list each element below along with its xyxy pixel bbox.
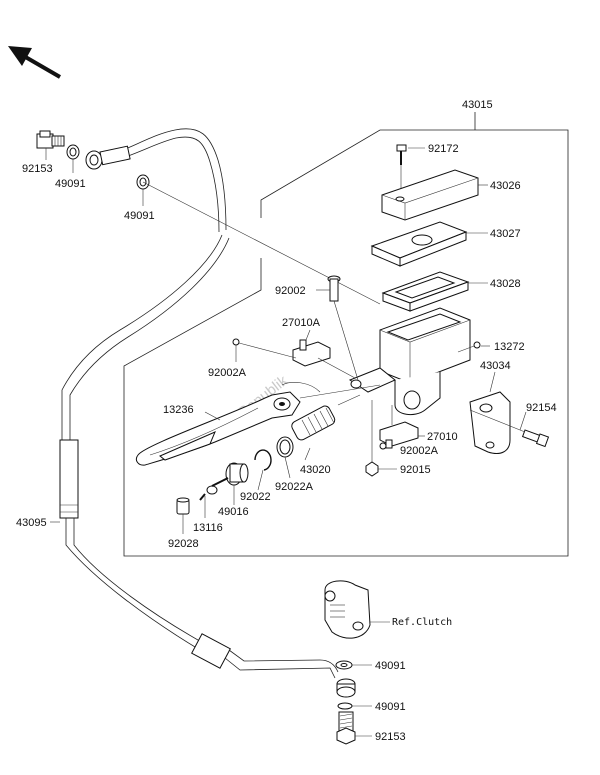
label-92015: 92015 [400, 464, 431, 476]
assembly-outline: 43015 [123, 99, 569, 557]
leader-lines [45, 147, 527, 737]
label-92002A-bottom: 92002A [400, 445, 439, 457]
label-49091-b: 49091 [124, 210, 155, 222]
reservoir-cap [381, 169, 479, 221]
piston-assembly [291, 394, 361, 441]
label-92153-lower: 92153 [375, 731, 406, 743]
banjo-bolt-upper [36, 130, 65, 149]
lever-nut [365, 400, 379, 477]
ref-clutch-label: Ref.Clutch [392, 617, 452, 628]
label-49091-d: 49091 [375, 701, 406, 713]
switch-lower [379, 405, 419, 449]
mirror-plug [457, 341, 481, 353]
label-92028: 92028 [168, 538, 199, 550]
diaphragm-plate [370, 221, 468, 267]
label-49091-c: 49091 [375, 660, 406, 672]
assembly-label: 43015 [462, 99, 493, 111]
label-43095: 43095 [16, 517, 47, 529]
pivot-bolt [327, 275, 359, 381]
cap-screw [396, 144, 407, 165]
label-92022A: 92022A [275, 481, 314, 493]
label-27010A: 27010A [282, 317, 321, 329]
diaphragm [381, 271, 470, 312]
rubber-cap [176, 497, 190, 515]
clutch-lever [135, 382, 321, 466]
master-cylinder-body [348, 307, 471, 416]
label-13272: 13272 [494, 341, 525, 353]
screw-switch-bottom [379, 442, 387, 450]
label-49016: 49016 [218, 506, 249, 518]
label-27010: 27010 [427, 431, 458, 443]
clutch-hose [59, 128, 339, 679]
label-92002: 92002 [275, 285, 306, 297]
clutch-release-unit [324, 580, 390, 639]
label-49091-a: 49091 [55, 178, 86, 190]
label-43034: 43034 [480, 360, 511, 372]
banjo-fitting-upper [85, 145, 131, 170]
label-13236: 13236 [163, 404, 194, 416]
label-92022: 92022 [240, 491, 271, 503]
orientation-arrow-icon [8, 46, 62, 79]
screw-switch-top [232, 338, 297, 359]
label-13116: 13116 [193, 522, 223, 534]
label-92172: 92172 [428, 143, 459, 155]
seal-92022A [276, 436, 294, 458]
dust-boot [225, 462, 249, 486]
label-43026: 43026 [490, 180, 521, 192]
holder-clamp [469, 391, 511, 454]
circlip [254, 449, 272, 471]
banjo-fitting-lower [336, 678, 356, 698]
label-43020: 43020 [300, 464, 331, 476]
banjo-bolt-lower [336, 711, 356, 745]
label-92153-upper: 92153 [22, 163, 53, 175]
push-rod [199, 477, 229, 501]
washer-lower-2 [337, 702, 353, 710]
label-43027: 43027 [490, 228, 521, 240]
switch-upper [292, 339, 356, 379]
label-43028: 43028 [490, 278, 521, 290]
label-92154: 92154 [526, 402, 557, 414]
clamp-bolt [469, 409, 550, 448]
label-92002A-top: 92002A [208, 367, 247, 379]
